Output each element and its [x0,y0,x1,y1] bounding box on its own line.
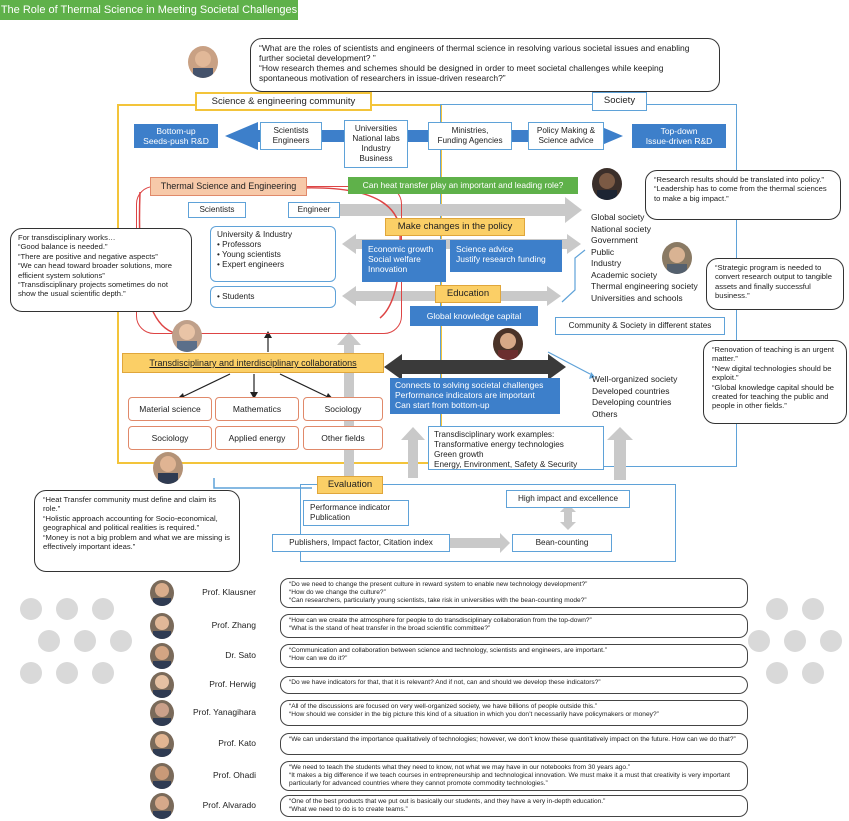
speaker-photo [150,672,174,698]
decor-dot [20,598,42,620]
high-impact-box: High impact and excellence [506,490,630,508]
decor-dot [20,662,42,684]
speaker-quote: “We need to teach the students what they… [280,761,748,791]
speaker-name: Prof. Zhang [211,620,256,630]
speaker-name: Prof. Yanagihara [192,707,256,717]
univ-industry-box: University & Industry • Professors • You… [210,226,336,282]
title-banner: The Role of Thermal Science in Meeting S… [0,0,298,20]
collaborations-label: Transdisciplinary and interdisciplinary … [122,353,384,373]
speaker-photo [150,763,174,789]
speaker-name: Dr. Sato [225,650,256,660]
speaker-quote: “One of the best products that we put ou… [280,795,748,817]
speaker-quote: “We can understand the importance qualit… [280,733,748,755]
discipline-material-science: Material science [128,397,212,421]
decor-dot [74,630,96,652]
right-quote-bubble-2: “Strategic program is needed to convert … [706,258,844,310]
scientists-engineers-box: Scientists Engineers [260,122,322,150]
universities-box: Universities National labs Industry Busi… [344,120,408,168]
speaker-quote: “Do we need to change the present cultur… [280,578,748,608]
speaker-photo [150,793,174,819]
discipline-sociology: Sociology [303,397,383,421]
society-header: Society [592,92,647,111]
decor-dot [92,662,114,684]
person-photo-right-2 [662,242,692,274]
speaker-quote: “Do we have indicators for that, that it… [280,676,748,694]
right-quote-bubble-1: “Research results should be translated i… [645,170,841,220]
connects-box: Connects to solving societal challenges … [390,378,560,414]
economic-growth-box: Economic growth Social welfare Innovatio… [362,240,446,282]
top-down-box: Top-down Issue-driven R&D [632,124,726,148]
bean-counting-box: Bean-counting [512,534,612,552]
policy-box: Policy Making & Science advice [528,122,604,150]
speaker-quote: “How can we create the atmosphere for pe… [280,614,748,638]
science-advice-box: Science advice Justify research funding [450,240,562,272]
decor-dot [802,598,824,620]
discipline-applied-energy: Applied energy [215,426,299,450]
person-photo-bottom-left [153,452,183,484]
evaluation-label: Evaluation [317,476,383,494]
speaker-name: Prof. Klausner [202,587,256,597]
right-quote-bubble-3: “Renovation of teaching is an urgent mat… [703,340,847,424]
global-knowledge-box: Global knowledge capital [410,306,538,326]
decor-dot [766,662,788,684]
bottom-left-quote-bubble: “Heat Transfer community must define and… [34,490,240,572]
speaker-quote: “All of the discussions are focused on v… [280,700,748,726]
speaker-name: Prof. Kato [218,738,256,748]
decor-dot [92,598,114,620]
person-photo-right-3 [493,328,523,360]
speaker-photo [150,731,174,757]
community-society-states: Community & Society in different states [555,317,725,335]
decor-dot [820,630,842,652]
students-box: • Students [210,286,336,308]
person-photo-left [172,320,202,352]
publishers-box: Publishers, Impact factor, Citation inde… [272,534,450,552]
bottom-up-box: Bottom-up Seeds-push R&D [134,124,218,148]
speaker-name: Prof. Ohadi [213,770,256,780]
heat-transfer-question: Can heat transfer play an important and … [348,177,578,194]
community-header: Science & engineering community [195,92,372,111]
make-changes-label: Make changes in the policy [385,218,525,236]
decor-dot [110,630,132,652]
decor-dot [56,662,78,684]
decor-dot [38,630,60,652]
engineer-box: Engineer [288,202,340,218]
discipline-other-fields: Other fields [303,426,383,450]
left-quote-bubble: For transdisciplinary works… “Good balan… [10,228,192,312]
decor-dot [56,598,78,620]
discipline-sociology-2: Sociology [128,426,212,450]
speaker-name: Prof. Herwig [209,679,256,689]
scientists-box: Scientists [188,202,246,218]
discipline-mathematics: Mathematics [215,397,299,421]
speaker-photo [150,643,174,669]
speaker-name: Prof. Alvarado [202,800,256,810]
thermal-science-label: Thermal Science and Engineering [150,177,307,196]
education-label: Education [435,285,501,303]
decor-dot [766,598,788,620]
speaker-quote: “Communication and collaboration between… [280,644,748,668]
person-photo-top [188,46,218,78]
top-question-bubble: “What are the roles of scientists and en… [250,38,720,92]
performance-box: Performance indicator Publication [303,500,409,526]
decor-dot [784,630,806,652]
decor-dot [748,630,770,652]
speaker-photo [150,700,174,726]
transdisciplinary-examples: Transdisciplinary work examples: Transfo… [428,426,604,470]
person-photo-right-1 [592,168,622,200]
society-list: Global society National society Governme… [591,212,698,303]
organization-list: Well-organized society Developed countri… [592,374,678,419]
speaker-photo [150,580,174,606]
speaker-photo [150,613,174,639]
decor-dot [802,662,824,684]
ministries-box: Ministries, Funding Agencies [428,122,512,150]
evaluation-frame [300,484,676,562]
